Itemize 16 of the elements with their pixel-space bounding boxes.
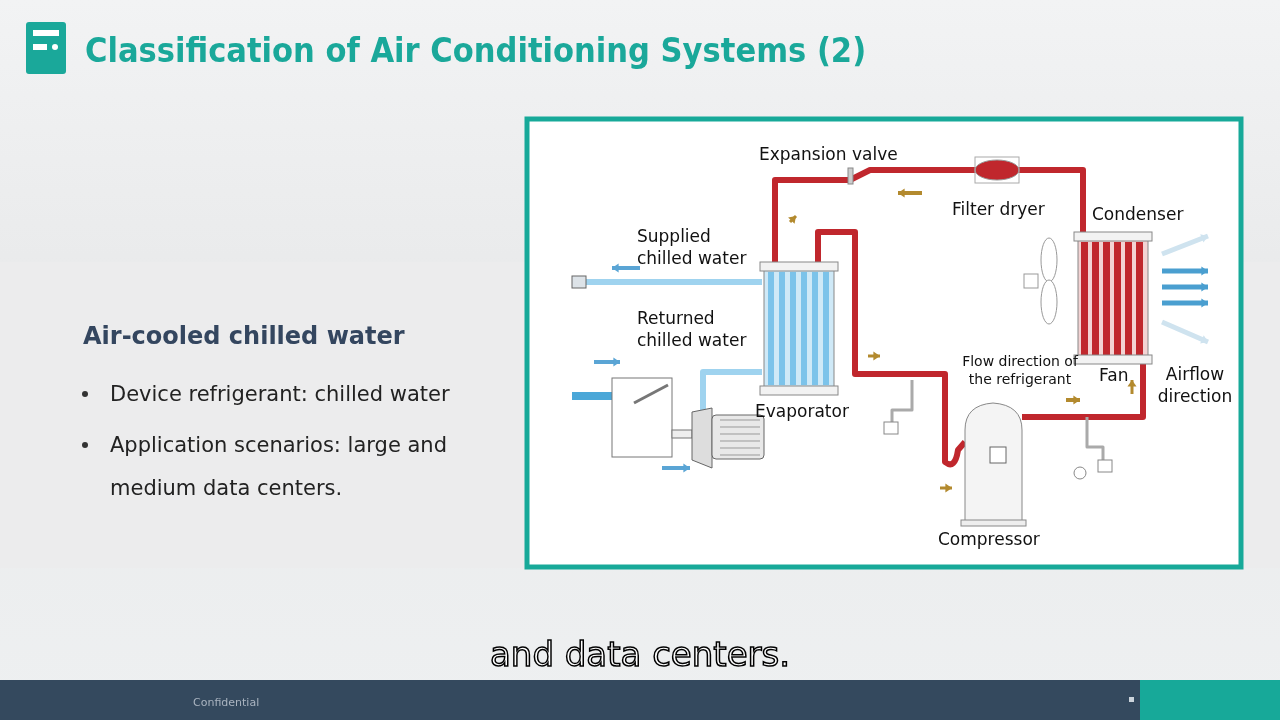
bullet-text: Device refrigerant: chilled water [110,381,451,408]
part-label: Filter dryer [952,198,1045,220]
part-label: Evaporator [755,400,849,422]
part-label: Returned chilled water [637,307,748,351]
footer-text: Confidential [193,696,260,710]
part-label: Expansion valve [759,143,898,165]
part-label: Fan [1099,364,1129,386]
slide-title: Classification of Air Conditioning Systems (2) [85,29,867,72]
part-label: Compressor [938,528,1040,550]
video-subtitle: and data centers. [490,633,791,676]
part-label: Supplied chilled water [637,225,748,269]
annotation-text: Flow direction of the refrigerant [961,352,1080,388]
annotation-text: Airflow direction [1156,363,1234,407]
part-label: Condenser [1092,203,1184,225]
subheading: Air-cooled chilled water [83,321,405,352]
bullet-text: Application scenarios: large and medium data centers. [110,432,448,502]
